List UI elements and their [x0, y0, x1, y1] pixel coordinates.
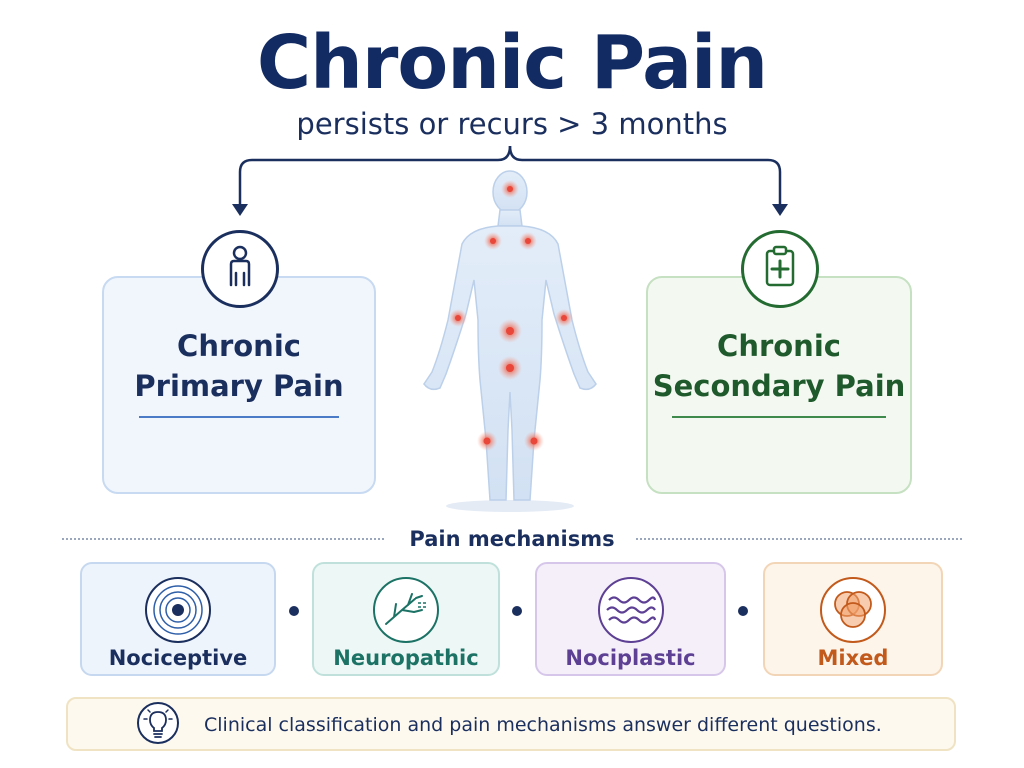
section-label-pain-mechanisms: Pain mechanisms [409, 527, 615, 551]
person-icon-badge [201, 230, 279, 308]
clipboard-plus-icon [765, 245, 795, 287]
lightbulb-icon [137, 702, 179, 744]
right-arrowhead [772, 204, 788, 216]
separator-dot-3 [738, 606, 748, 616]
card-primary-line1: Chronic [177, 329, 301, 363]
card-chronic-primary-pain: Chronic Primary Pain [102, 276, 376, 494]
mechanism-label-nociplastic: Nociplastic [565, 646, 696, 670]
card-primary-underline [139, 416, 339, 418]
card-secondary-line2: Secondary Pain [652, 369, 906, 403]
left-connector [238, 145, 512, 206]
footer-note: Clinical classification and pain mechani… [66, 697, 956, 751]
separator-dot-1 [289, 606, 299, 616]
section-divider-right [636, 538, 962, 540]
mechanism-label-neuropathic: Neuropathic [333, 646, 479, 670]
nerve-branch-icon [373, 577, 439, 643]
person-icon [229, 245, 251, 287]
page-subtitle: persists or recurs > 3 months [296, 107, 728, 141]
page-title: Chronic Pain [256, 20, 768, 106]
pain-points [449, 180, 573, 451]
card-secondary-line1: Chronic [717, 329, 841, 363]
left-arrowhead [232, 204, 248, 216]
concentric-circles-icon [145, 577, 211, 643]
mechanism-neuropathic: Neuropathic [312, 562, 500, 676]
card-secondary-underline [672, 416, 886, 418]
mechanism-mixed: Mixed [763, 562, 943, 676]
card-chronic-secondary-pain: Chronic Secondary Pain [646, 276, 912, 494]
body-shadow [446, 500, 574, 512]
card-primary-line2: Primary Pain [134, 369, 344, 403]
clipboard-plus-icon-badge [741, 230, 819, 308]
footer-note-text: Clinical classification and pain mechani… [204, 714, 882, 736]
mechanism-label-nociceptive: Nociceptive [108, 646, 248, 670]
overlapping-circles-icon [820, 577, 886, 643]
mechanism-nociplastic: Nociplastic [535, 562, 726, 676]
waves-icon [597, 577, 664, 643]
section-divider-left [62, 538, 384, 540]
mechanism-label-mixed: Mixed [817, 646, 889, 670]
right-connector [508, 145, 782, 206]
separator-dot-2 [512, 606, 522, 616]
mechanism-nociceptive: Nociceptive [80, 562, 276, 676]
